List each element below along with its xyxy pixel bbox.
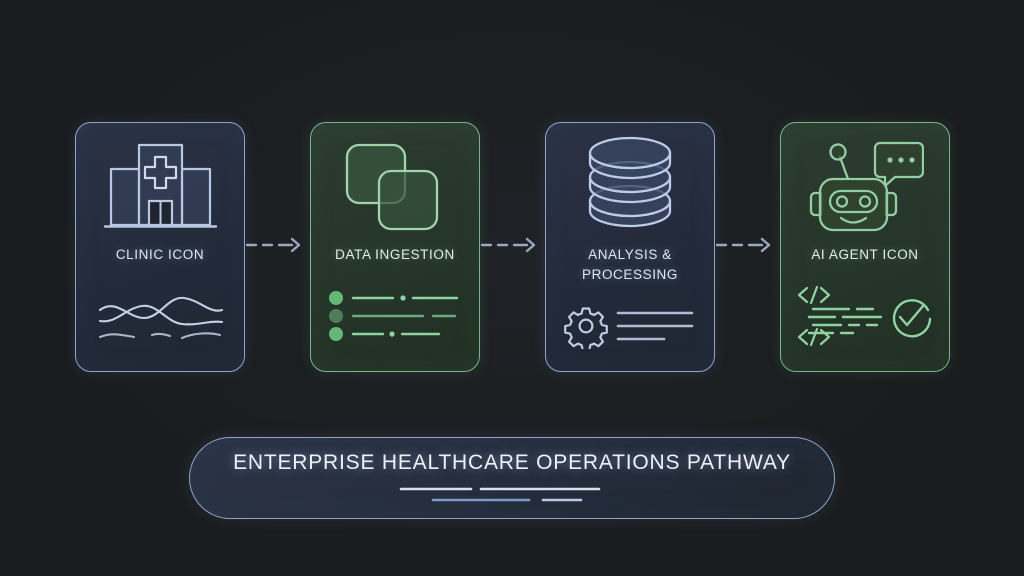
- code-and-check-area: [781, 265, 949, 371]
- underline-segments-icon: [399, 487, 601, 501]
- pipeline-step-analysis-label-line2: PROCESSING: [581, 267, 679, 282]
- stacked-squares-icon-area: [311, 123, 479, 245]
- arrow-step3-step4: [715, 237, 780, 253]
- arrow-step1-step2: [245, 237, 310, 253]
- dashed-arrow-icon: [715, 237, 771, 253]
- pipeline-steps-row: CLINIC ICON: [0, 122, 1024, 374]
- hospital-icon: [103, 143, 217, 228]
- arrow-step2-step3: [480, 237, 545, 253]
- waveform-lines-icon: [98, 296, 224, 340]
- pipeline-step-ai-agent-label: AI AGENT ICON: [811, 247, 919, 262]
- pipeline-step-clinic[interactable]: CLINIC ICON: [75, 122, 245, 372]
- code-bracket-icon-bottom: [797, 327, 831, 347]
- gear-and-lines-icon: [564, 307, 694, 349]
- robot-chat-icon-area: [781, 123, 949, 245]
- database-stack-icon-area: [546, 123, 714, 245]
- pipeline-step-analysis[interactable]: ANALYSIS & PROCESSING: [545, 122, 715, 372]
- banner-title: ENTERPRISE HEALTHCARE OPERATIONS PATHWAY: [233, 450, 791, 474]
- code-and-check-icon: [797, 285, 932, 347]
- waveform-lines-area: [76, 265, 244, 371]
- pipeline-step-clinic-label: CLINIC ICON: [115, 247, 205, 262]
- bullet-list-lines-icon: [329, 291, 459, 341]
- chat-bubble-icon: [873, 141, 924, 188]
- database-stack-icon: [588, 136, 672, 228]
- stacked-squares-icon: [345, 143, 439, 231]
- pipeline-step-data-ingestion[interactable]: DATA INGESTION: [310, 122, 480, 372]
- hospital-icon-area: [76, 123, 244, 245]
- dashed-arrow-icon: [480, 237, 536, 253]
- pathway-banner[interactable]: ENTERPRISE HEALTHCARE OPERATIONS PATHWAY: [189, 437, 835, 519]
- pipeline-step-analysis-label: ANALYSIS & PROCESSING: [582, 245, 678, 285]
- gear-and-lines-area: [546, 285, 714, 371]
- pipeline-step-analysis-label-line1: ANALYSIS &: [588, 247, 672, 262]
- check-circle-icon: [892, 299, 932, 338]
- pipeline-step-ai-agent[interactable]: AI AGENT ICON: [780, 122, 950, 372]
- bullet-list-lines-area: [311, 265, 479, 371]
- pipeline-step-data-ingestion-label: DATA INGESTION: [335, 247, 455, 262]
- robot-chat-icon: [809, 141, 924, 232]
- code-bracket-icon-top: [797, 285, 831, 305]
- medical-cross-icon: [143, 155, 177, 190]
- banner-decoration: [397, 484, 627, 506]
- dashed-arrow-icon: [245, 237, 301, 253]
- gear-icon: [564, 307, 608, 349]
